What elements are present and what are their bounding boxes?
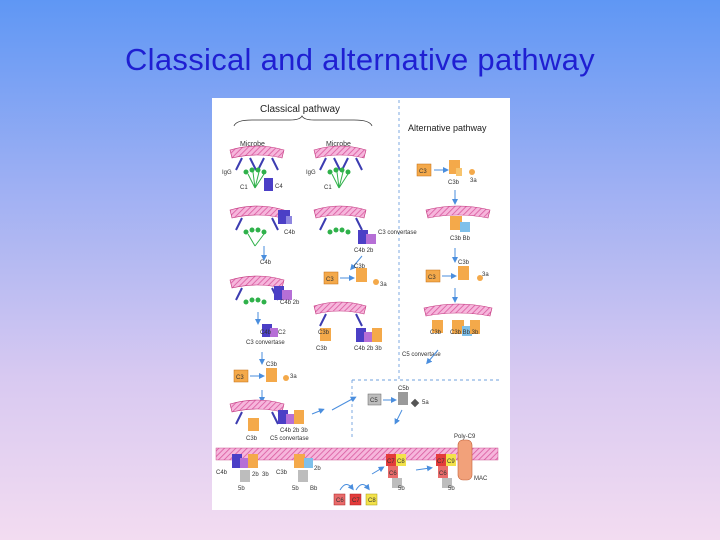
classical-row-3-right: C3b C3b C4b 2b 3b <box>313 301 382 352</box>
svg-text:C3b: C3b <box>246 436 258 442</box>
svg-text:5b: 5b <box>238 486 245 492</box>
svg-text:C4b: C4b <box>216 470 228 476</box>
svg-text:C4b: C4b <box>260 260 272 266</box>
svg-text:C3 convertase: C3 convertase <box>378 230 417 236</box>
alt-row-2: C3b Bb <box>425 205 491 242</box>
alternative-heading: Alternative pathway <box>408 123 487 133</box>
svg-text:C3b: C3b <box>318 330 330 336</box>
classical-brace <box>233 115 373 127</box>
svg-text:C4b 2b 3b: C4b 2b 3b <box>354 346 382 352</box>
svg-text:C3: C3 <box>326 277 334 283</box>
svg-text:C3: C3 <box>428 275 436 281</box>
svg-text:3a: 3a <box>380 282 387 288</box>
svg-text:C2: C2 <box>278 330 286 336</box>
slide-title: Classical and alternative pathway <box>125 42 595 77</box>
svg-text:3a: 3a <box>470 178 477 184</box>
pathway-diagram: Classical pathway Alternative pathway Mi… <box>215 100 500 506</box>
igg-label: IgG <box>306 170 316 176</box>
classical-row-2-right: C4b 2b C3 convertase <box>313 205 417 254</box>
alt-c3-cleavage-2: C3 C3b 3a <box>425 248 489 303</box>
svg-text:C3b: C3b <box>430 330 442 336</box>
svg-text:C8: C8 <box>397 459 405 465</box>
c1-label: C1 <box>324 185 332 191</box>
svg-text:C3b: C3b <box>448 180 460 186</box>
svg-text:3a: 3a <box>482 272 489 278</box>
svg-text:C7: C7 <box>352 498 360 504</box>
svg-text:C5 convertase: C5 convertase <box>402 352 441 358</box>
svg-text:C5: C5 <box>370 398 378 404</box>
svg-text:C3b: C3b <box>458 260 470 266</box>
svg-text:C3b: C3b <box>266 362 278 368</box>
svg-text:2b: 2b <box>252 472 259 478</box>
svg-text:5a: 5a <box>422 400 429 406</box>
svg-text:MAC: MAC <box>474 476 488 482</box>
classical-row-4: C3b C3 3a C3b C4b 2b 3b C5 convertase <box>229 352 325 442</box>
svg-text:C6: C6 <box>439 471 447 477</box>
microbe-label: Microbe <box>240 141 265 148</box>
classical-row-3-left: C4b 2b C4b C2 C3 convertase <box>229 275 300 346</box>
svg-text:C4b 2b: C4b 2b <box>280 300 300 306</box>
svg-text:C3 convertase: C3 convertase <box>246 340 285 346</box>
free-components: C6 C7 C8 <box>333 483 378 506</box>
svg-text:C3b: C3b <box>354 264 366 270</box>
microbe-complex-1: Microbe IgG C1 C4 <box>222 141 285 191</box>
c1-label: C1 <box>240 185 248 191</box>
svg-text:C8: C8 <box>368 498 376 504</box>
microbe-complex-2: Microbe IgG C1 <box>306 141 367 191</box>
svg-text:C3b: C3b <box>316 346 328 352</box>
microbe-membrane <box>229 145 285 159</box>
alt-row-3: C3b C3b Bb 3b C5 convertase <box>402 303 493 365</box>
classical-row-2-left: C4b C4b <box>229 205 296 266</box>
svg-text:5b: 5b <box>448 486 455 492</box>
svg-text:C4b 2b 3b: C4b 2b 3b <box>280 428 308 434</box>
alt-c3-cleavage: C3 C3b 3a <box>416 160 477 205</box>
c5-cleavage: C5 C5b 5a <box>331 386 429 425</box>
svg-text:C4b 2b: C4b 2b <box>354 248 374 254</box>
svg-text:C6: C6 <box>389 471 397 477</box>
svg-text:C5 convertase: C5 convertase <box>270 436 309 442</box>
c1-complex <box>243 167 267 175</box>
microbe-label: Microbe <box>326 141 351 148</box>
svg-text:5b: 5b <box>398 486 405 492</box>
svg-text:C3b Bb 3b: C3b Bb 3b <box>450 330 479 336</box>
mac-formation: Poly-C9 MAC C4b 2b 3b 5b C3b 2b 5b Bb C7… <box>215 434 499 492</box>
svg-text:C3b: C3b <box>276 470 288 476</box>
svg-text:C9: C9 <box>447 459 455 465</box>
svg-text:Poly-C9: Poly-C9 <box>454 434 476 440</box>
svg-text:C6: C6 <box>336 498 344 504</box>
c4-block <box>264 178 273 191</box>
svg-text:C3: C3 <box>419 169 427 175</box>
igg-label: IgG <box>222 170 232 176</box>
svg-text:C7: C7 <box>437 459 445 465</box>
c3-cleavage-middle: C3 C3b 3a <box>323 255 387 288</box>
igg-antibodies <box>235 157 279 171</box>
classical-heading: Classical pathway <box>260 104 340 115</box>
svg-text:C3: C3 <box>236 375 244 381</box>
svg-text:C4b: C4b <box>260 330 272 336</box>
svg-text:C7: C7 <box>387 459 395 465</box>
complement-pathway-figure: Classical pathway Alternative pathway Mi… <box>212 98 510 510</box>
svg-text:3a: 3a <box>290 374 297 380</box>
svg-text:5b: 5b <box>292 486 299 492</box>
svg-text:3b: 3b <box>262 472 269 478</box>
svg-text:Bb: Bb <box>310 486 318 492</box>
svg-text:C4b: C4b <box>284 230 296 236</box>
svg-text:C5b: C5b <box>398 386 410 392</box>
c4-label: C4 <box>275 184 283 190</box>
svg-text:2b: 2b <box>314 466 321 472</box>
svg-text:C3b Bb: C3b Bb <box>450 236 471 242</box>
